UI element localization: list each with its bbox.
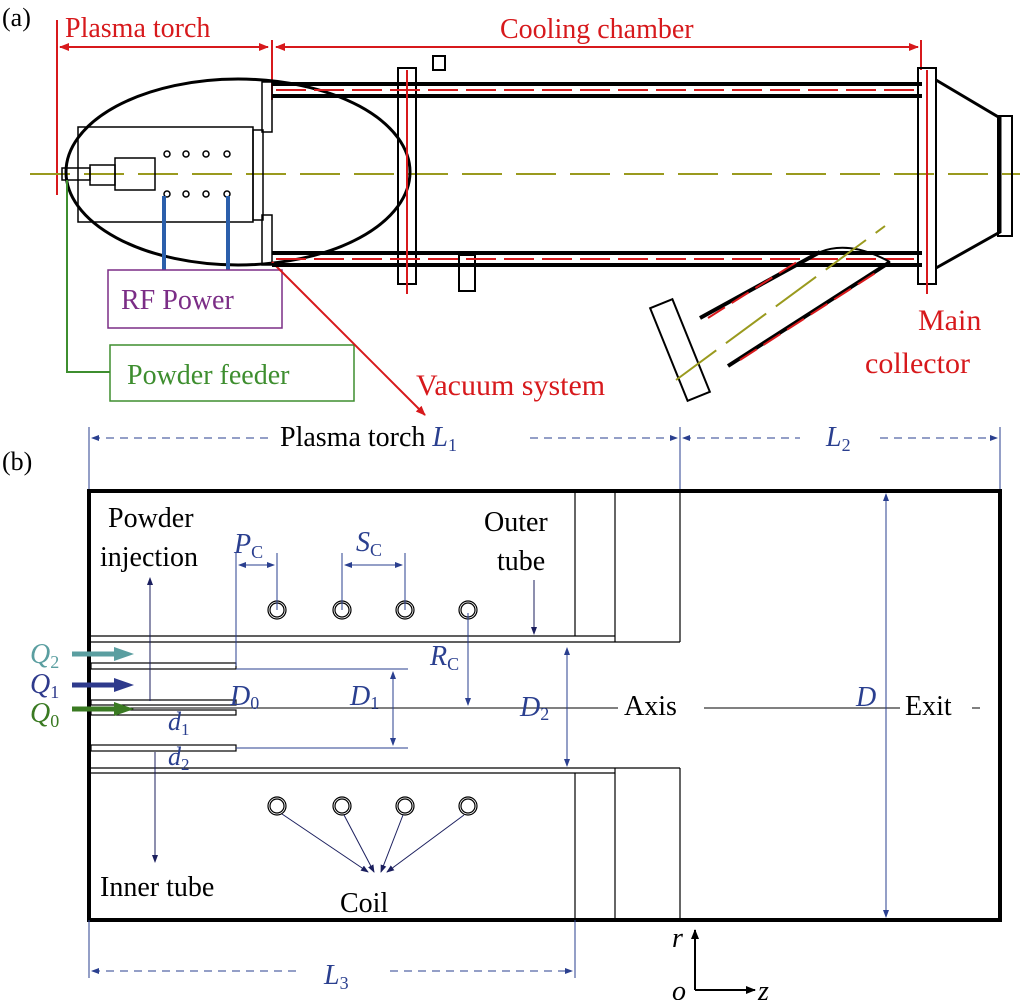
powder-injection-label-line1: Powder <box>108 503 194 534</box>
panel-a-tag: (a) <box>2 3 31 32</box>
main-collector-label-line1: Main <box>918 304 981 337</box>
vacuum-branch <box>648 225 892 403</box>
cooling-chamber-label: Cooling chamber <box>500 14 694 45</box>
plasma-torch-label: Plasma torch <box>65 13 210 44</box>
detail-pointer-arrow <box>271 261 426 416</box>
d1-label: D1 <box>349 681 379 713</box>
panel-a: (a) Plasma torch Cooling chamber <box>2 3 1020 416</box>
domain-boundary <box>87 489 1002 922</box>
flow-q0: Q0 <box>30 698 134 731</box>
d2-label: D2 <box>519 692 549 724</box>
cooling-chamber <box>272 55 1013 292</box>
powder-feeder-box <box>109 344 355 402</box>
vacuum-system-label: Vacuum system <box>416 369 605 402</box>
inner-tube-label: Inner tube <box>100 872 214 903</box>
flow-q2: Q2 <box>30 639 134 672</box>
rf-power-label: RF Power <box>121 285 234 316</box>
main-collector-label-line2: collector <box>865 347 970 380</box>
torch-body <box>61 81 273 266</box>
r-axis-label: r <box>672 923 683 954</box>
origin-label: o <box>672 976 686 1000</box>
l3-label: L3 <box>323 960 349 993</box>
axis-label: Axis <box>624 691 677 722</box>
powder-feeder-line <box>66 180 110 373</box>
small-d1-label: d1 <box>168 707 190 739</box>
coil-label: Coil <box>340 888 388 919</box>
powder-feeder-label: Powder feeder <box>127 360 290 391</box>
coil-turns-upper <box>267 600 478 620</box>
small-d2-label: d2 <box>168 742 190 774</box>
rf-power-box <box>107 269 283 329</box>
coil-turns-lower <box>267 796 478 816</box>
l2-label: L2 <box>825 422 851 455</box>
svg-text:Q1: Q1 <box>30 669 59 702</box>
l1-label: Plasma torch L1 <box>280 422 457 455</box>
rc-label: RC <box>429 641 459 674</box>
pc-label: PC <box>233 529 263 562</box>
svg-text:Q0: Q0 <box>30 698 59 731</box>
outer-tube-label-line1: Outer <box>484 507 548 538</box>
exit-label-bg <box>900 690 972 720</box>
torch-highlight-ellipse <box>64 77 412 267</box>
powder-injection-label-line2: injection <box>100 542 198 573</box>
sc-label: SC <box>356 527 382 560</box>
coordinate-axes: r o z <box>672 923 769 1000</box>
chamber-cooling-lines <box>276 70 928 294</box>
panel-b-tag: (b) <box>2 447 32 476</box>
outer-tube-label-line2: tube <box>497 546 545 577</box>
d-label: D <box>855 682 876 713</box>
torch-coils <box>163 150 231 198</box>
exit-label: Exit <box>905 691 952 722</box>
coil-dimension-lines <box>88 493 889 978</box>
flow-q1: Q1 <box>30 669 134 702</box>
axis-label-bg <box>618 690 704 720</box>
d0-label: D0 <box>229 681 259 713</box>
outer-tube <box>91 491 681 918</box>
panel-b: (b) Plasma torch L1 L2 <box>2 422 1002 1000</box>
svg-text:Q2: Q2 <box>30 639 59 672</box>
z-axis-label: z <box>757 976 769 1000</box>
coil-pointer-arrows <box>281 813 465 873</box>
